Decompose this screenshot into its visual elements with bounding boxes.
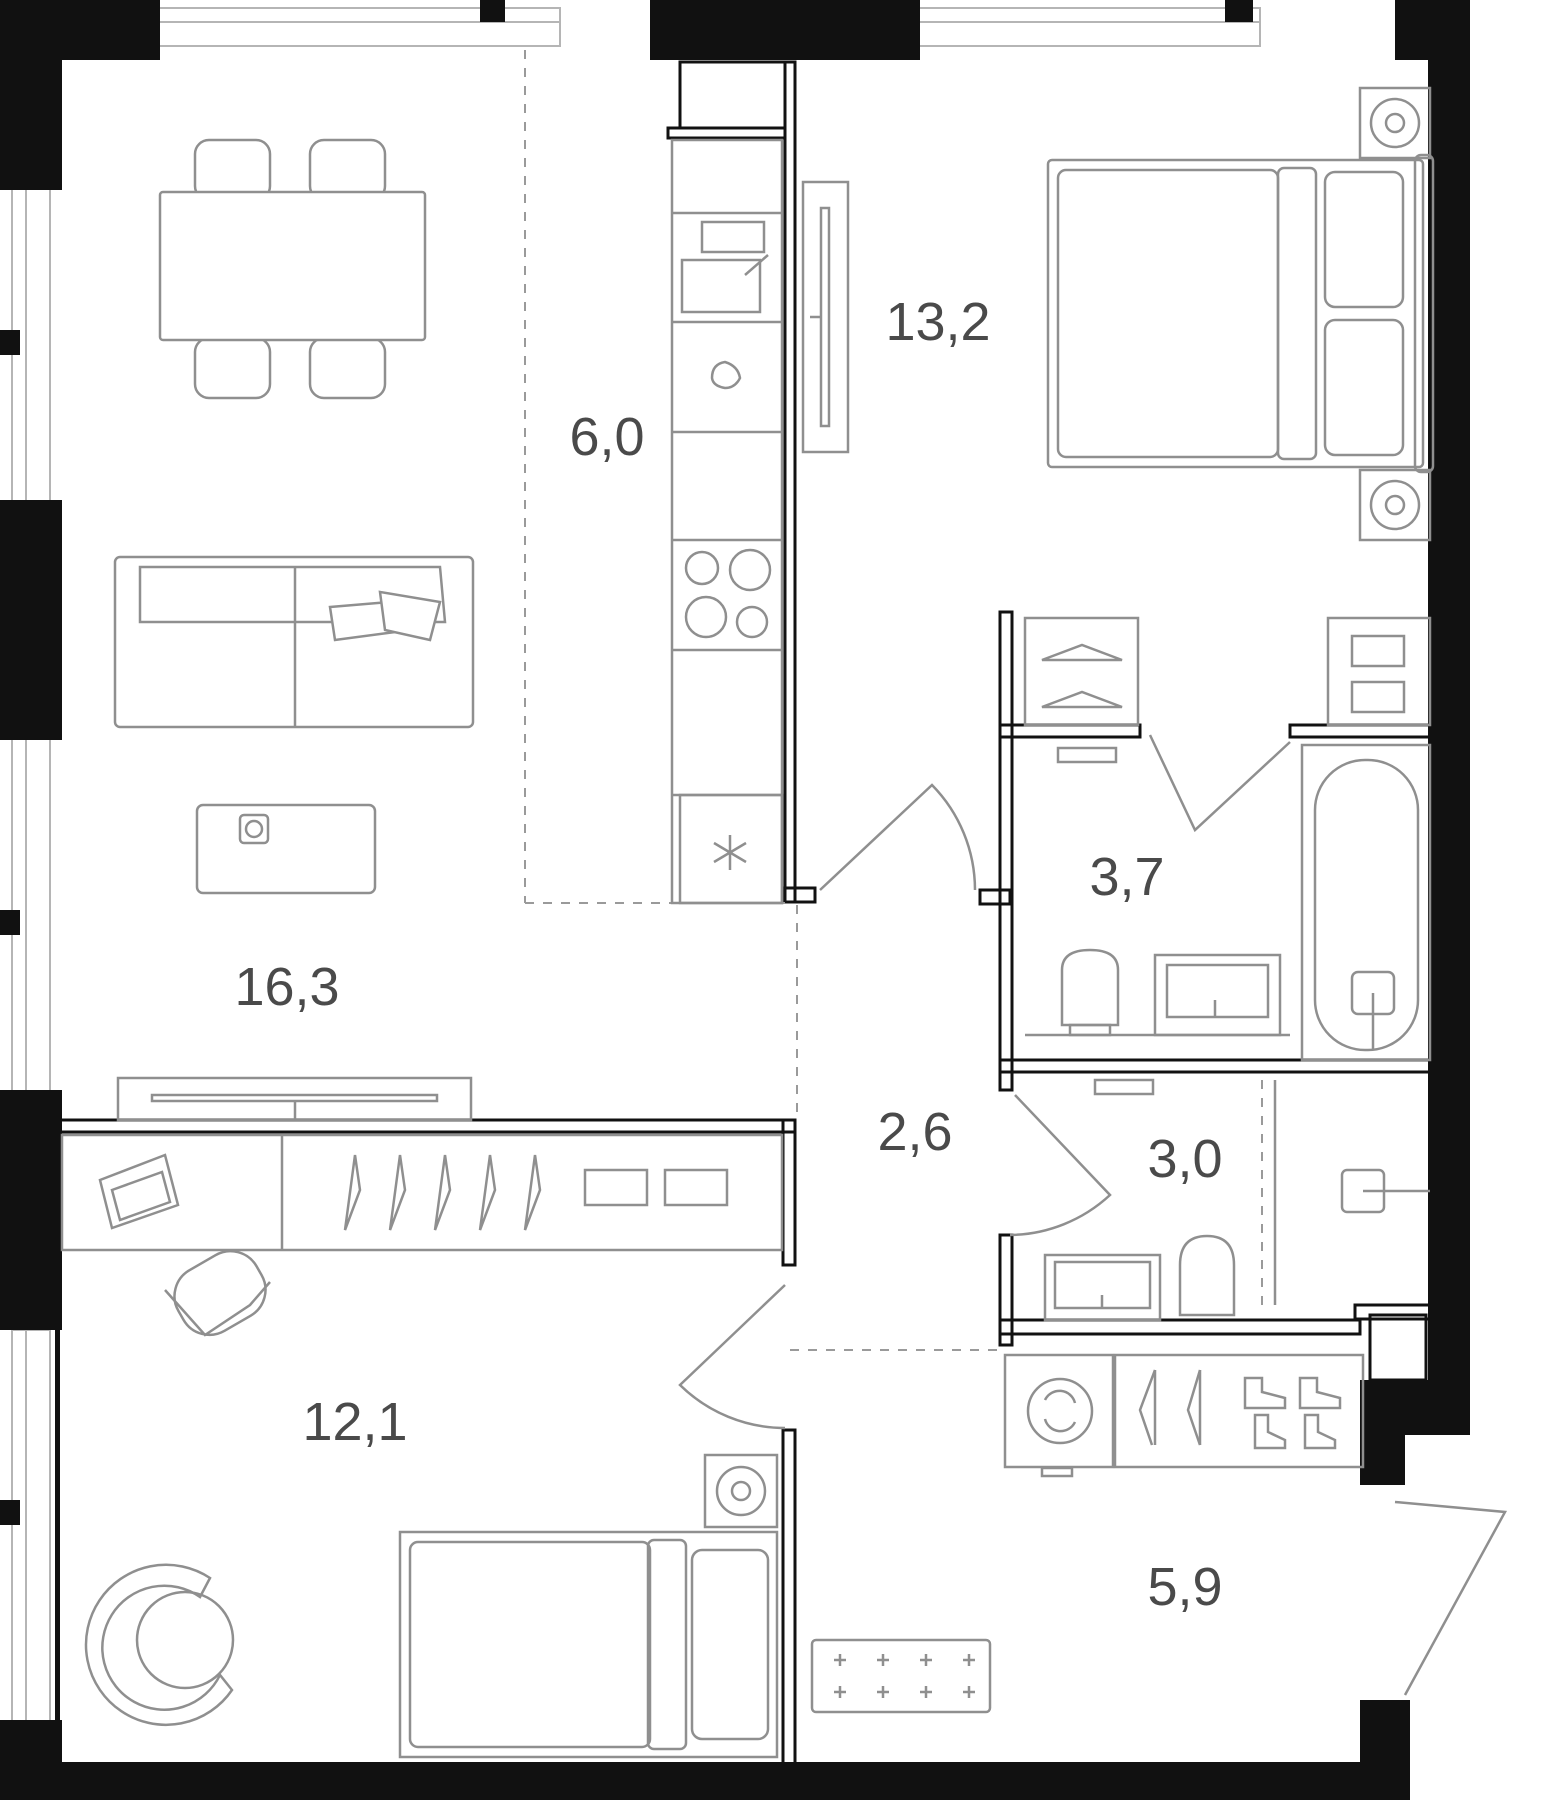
doors[interactable] bbox=[678, 734, 1508, 1696]
tv-panel-icon bbox=[801, 180, 850, 454]
boots-icon bbox=[1243, 1376, 1342, 1450]
bathtub-icon bbox=[1300, 743, 1432, 1062]
armchair-icon bbox=[84, 1563, 235, 1726]
area-bathroom: 3,7 bbox=[1089, 847, 1164, 907]
area-living: 16,3 bbox=[234, 957, 339, 1017]
wc-toilet-icon bbox=[1178, 1234, 1236, 1317]
laptop-icon bbox=[98, 1153, 180, 1230]
hob-icon bbox=[684, 548, 772, 639]
nightstand-icon bbox=[1358, 86, 1432, 542]
washbasin-icon bbox=[1153, 953, 1282, 1037]
sink-icon bbox=[680, 220, 769, 314]
wc-towel-rail-icon bbox=[1093, 1078, 1155, 1096]
outlet-icon bbox=[1040, 1466, 1074, 1478]
water-drop-icon bbox=[710, 360, 742, 390]
tv-stand-icon bbox=[116, 1076, 473, 1122]
hanger-icon bbox=[343, 1154, 542, 1231]
wardrobe-icon bbox=[1023, 616, 1432, 727]
area-hallway: 5,9 bbox=[1147, 1557, 1222, 1617]
area-corridor: 2,6 bbox=[877, 1102, 952, 1162]
storage-box-icon bbox=[583, 1168, 729, 1207]
area-kitchen: 6,0 bbox=[569, 407, 644, 467]
doormat-icon bbox=[810, 1638, 992, 1714]
washing-machine-icon bbox=[1003, 1353, 1115, 1469]
coffee-table-icon bbox=[195, 803, 377, 895]
towel-rail-icon bbox=[1056, 746, 1118, 764]
office-chair-icon bbox=[164, 1249, 271, 1337]
shower-icon bbox=[1273, 1080, 1430, 1305]
toilet-icon bbox=[1060, 948, 1120, 1037]
hallway-wardrobe-icon bbox=[1113, 1353, 1365, 1469]
single-bed-icon bbox=[398, 1530, 779, 1759]
exterior-walls bbox=[0, 0, 1470, 1800]
area-bedroom-master: 13,2 bbox=[885, 292, 990, 352]
wc-washbasin-icon bbox=[1043, 1253, 1162, 1322]
area-wc: 3,0 bbox=[1147, 1129, 1222, 1189]
sofa-icon bbox=[113, 555, 475, 729]
desk-icon bbox=[60, 1133, 784, 1252]
kitchen-unit-icon bbox=[670, 138, 784, 905]
area-labels: 16,3 6,0 13,2 3,7 2,6 3,0 12,1 5,9 bbox=[234, 292, 1222, 1617]
double-bed-icon bbox=[1046, 153, 1435, 474]
area-bedroom-second: 12,1 bbox=[302, 1392, 407, 1452]
fridge-icon bbox=[678, 793, 784, 905]
bedside-nightstand-icon bbox=[703, 1453, 779, 1529]
dining-table-icon bbox=[158, 138, 427, 400]
